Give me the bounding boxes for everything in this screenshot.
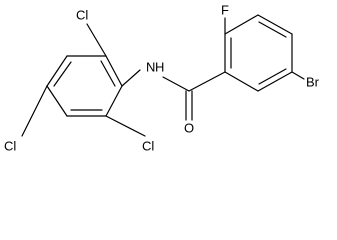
bonds (21, 14, 305, 137)
bond-l1-l2 (105, 55, 123, 87)
bond-c-br (291, 71, 305, 80)
bond-c-cl-top (86, 23, 107, 57)
bond-c-cl-bottom (105, 115, 146, 137)
atom-label-hydrogen: H (155, 60, 164, 75)
bond-l6-l1 (105, 85, 123, 117)
bond-r2-r3 (257, 14, 293, 35)
atom-label-nitrogen: N (146, 60, 155, 75)
bond-n-ring (121, 69, 141, 87)
bond-c-cl-para (21, 85, 48, 137)
atom-labels: F N H O Br Cl Cl Cl (4, 3, 320, 154)
bond-r4-r5 (257, 71, 293, 92)
atom-label-oxygen: O (184, 121, 194, 136)
bond-l4-l5 (46, 85, 68, 117)
chemical-structure-diagram: F N H O Br Cl Cl Cl (4, 3, 320, 154)
bond-l3-l4 (46, 55, 68, 87)
atom-label-chlorine-top: Cl (76, 8, 88, 23)
bond-r4-r5-inner (258, 68, 287, 85)
bond-ring-carbonyl (188, 71, 226, 92)
atom-label-chlorine-para: Cl (4, 139, 16, 154)
bond-l1-l2-inner (100, 60, 116, 87)
bond-carbonyl-n (162, 76, 190, 92)
bond-r5-r6 (224, 71, 259, 92)
bond-l3-l4-inner (53, 61, 72, 87)
bond-r1-r2 (224, 14, 259, 35)
atom-label-fluorine: F (221, 3, 229, 18)
bond-r2-r3-inner (258, 21, 287, 38)
atom-label-chlorine-bottom: Cl (142, 139, 154, 154)
atom-label-bromine: Br (306, 75, 320, 90)
